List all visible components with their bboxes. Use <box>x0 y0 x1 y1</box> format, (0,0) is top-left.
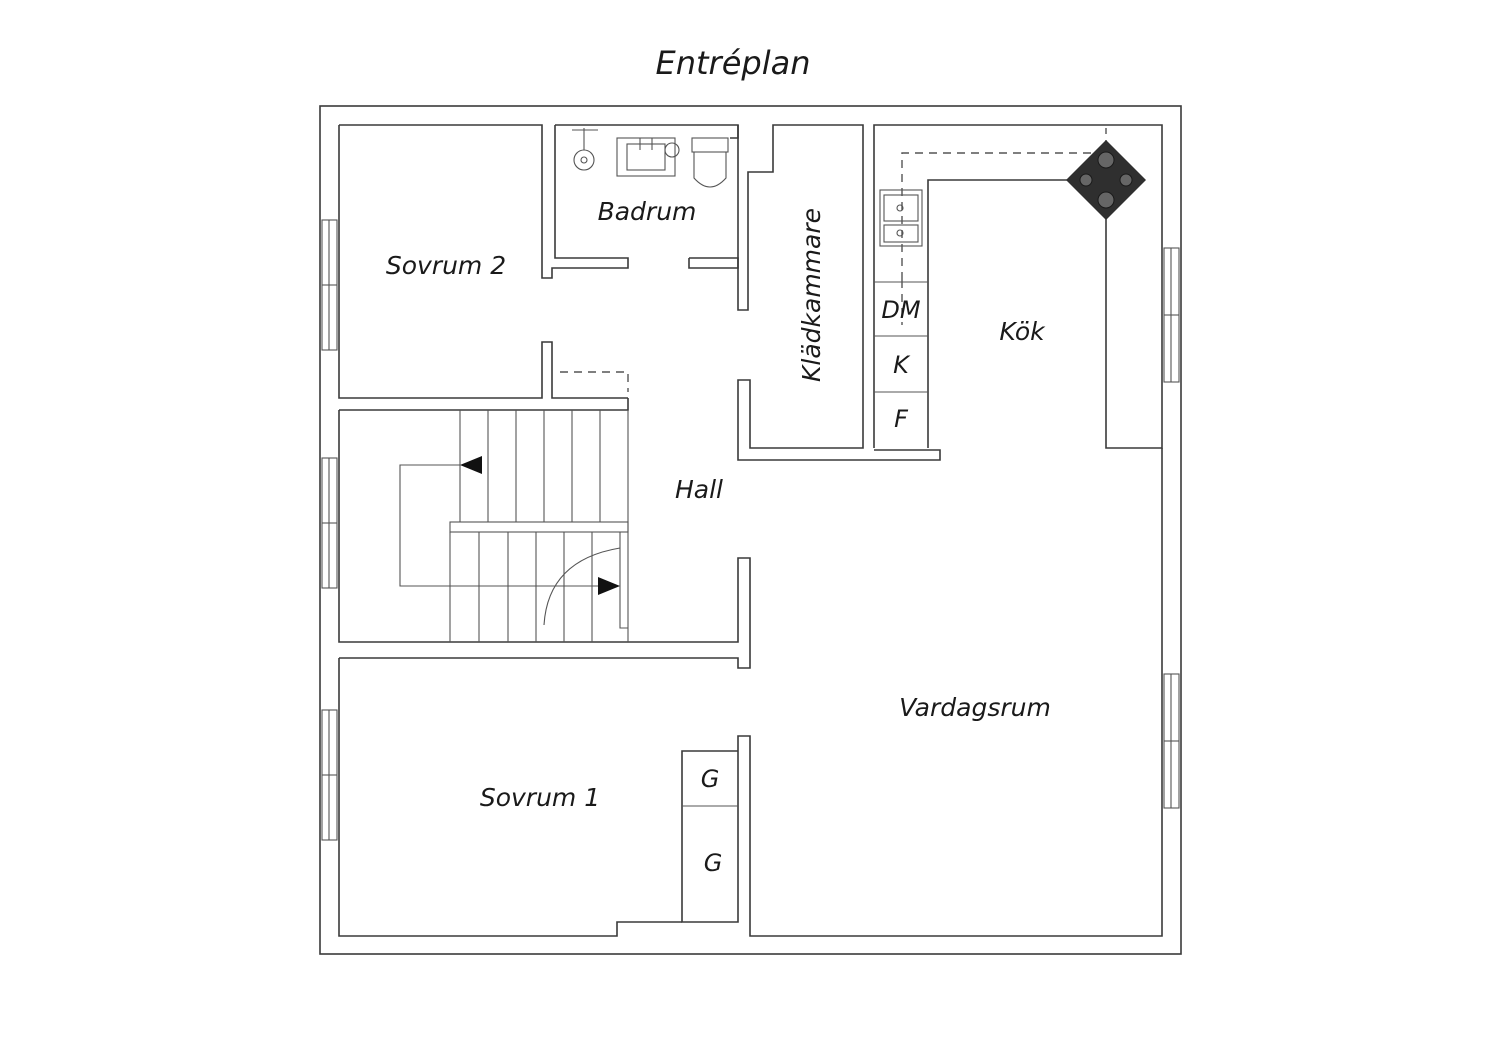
room-label-bedroom2: Sovrum 2 <box>386 251 506 280</box>
upper-cabinet-line <box>901 128 1107 280</box>
wardrobe-label: G <box>701 765 720 793</box>
room-label-kitchen: Kök <box>999 317 1046 346</box>
room-label-living-room: Vardagsrum <box>899 693 1051 722</box>
opening-line <box>560 371 629 392</box>
appliance-fridge: K <box>893 351 911 379</box>
appliance-freezer: F <box>894 405 909 433</box>
shower-icon <box>572 128 598 171</box>
outer-walls <box>319 105 1182 955</box>
appliance-dishwasher: DM <box>881 296 920 324</box>
room-label-bedroom1: Sovrum 1 <box>480 783 600 812</box>
kitchen-sink-icon <box>879 189 923 247</box>
room-label-bathroom: Badrum <box>598 197 697 226</box>
room-label-walkin-closet: Klädkammare <box>797 208 826 382</box>
kitchen-counter-cells <box>874 281 928 393</box>
windows <box>321 219 1180 841</box>
staircase <box>399 410 629 642</box>
wardrobe-label: G <box>704 849 723 877</box>
room-label-hall: Hall <box>675 475 723 504</box>
stove-icon <box>1066 140 1146 220</box>
toilet-icon <box>664 137 729 188</box>
sink-icon <box>616 137 676 177</box>
plan-title: Entréplan <box>655 44 811 82</box>
